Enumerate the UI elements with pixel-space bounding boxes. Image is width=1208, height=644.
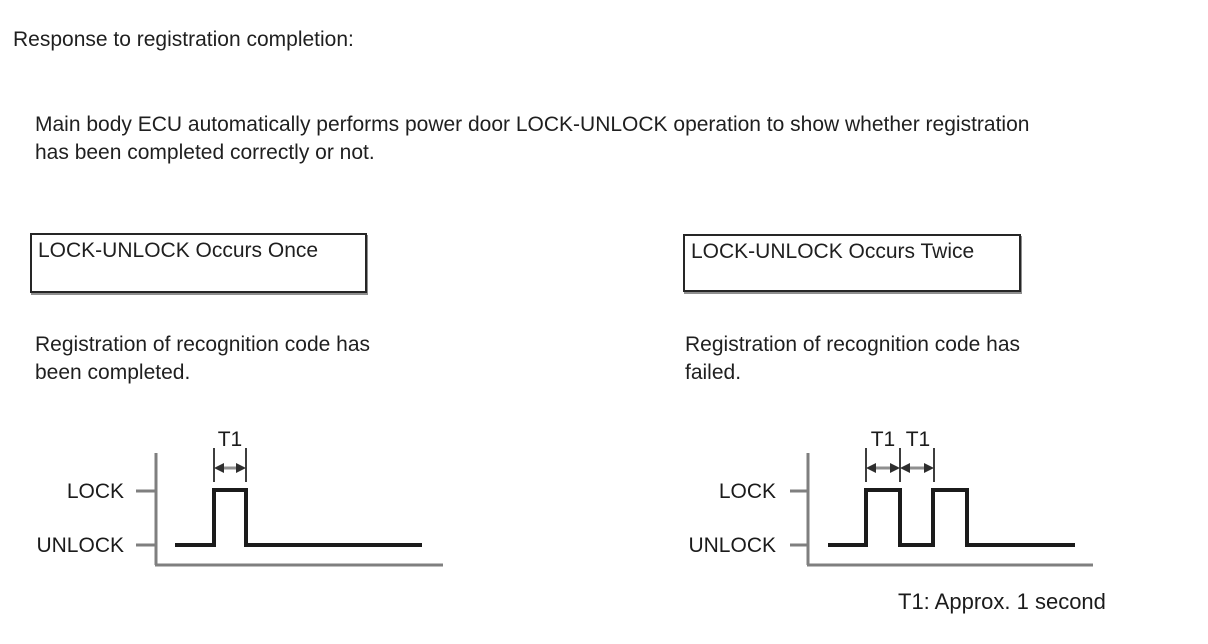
heading-box-occurs-once-label: LOCK-UNLOCK Occurs Once	[38, 239, 319, 262]
interval-label-t1: T1	[218, 428, 243, 451]
caption-completed: Registration of recognition code has bee…	[35, 331, 370, 387]
heading-box-occurs-twice-label: LOCK-UNLOCK Occurs Twice	[691, 240, 975, 263]
caption-completed-line-2: been completed.	[35, 361, 191, 384]
caption-failed: Registration of recognition code has fai…	[685, 331, 1020, 387]
arrowhead-left-icon	[866, 463, 876, 473]
intro-paragraph: Main body ECU automatically performs pow…	[35, 111, 1029, 167]
interval-label-t1-first: T1	[871, 428, 896, 451]
lock-unlock-waveform	[175, 488, 422, 547]
arrowhead-mid-right-icon	[900, 463, 910, 473]
t1-footnote: T1: Approx. 1 second	[898, 589, 1106, 614]
lock-unlock-waveform	[828, 488, 1075, 547]
lock-level-label: LOCK	[719, 480, 776, 503]
intro-line-2: has been completed correctly or not.	[35, 141, 375, 164]
timing-diagram-single-pulse: T1 LOCK UNLOCK	[36, 428, 443, 567]
unlock-level-label: UNLOCK	[688, 534, 776, 557]
interval-label-t1-second: T1	[906, 428, 931, 451]
heading-box-occurs-twice: LOCK-UNLOCK Occurs Twice	[683, 234, 1021, 292]
intro-line-1: Main body ECU automatically performs pow…	[35, 113, 1030, 136]
caption-failed-line-1: Registration of recognition code has	[685, 333, 1021, 356]
arrowhead-mid-left-icon	[890, 463, 900, 473]
arrowhead-right-icon	[236, 463, 246, 473]
lock-level-label: LOCK	[67, 480, 124, 503]
unlock-level-label: UNLOCK	[36, 534, 124, 557]
caption-completed-line-1: Registration of recognition code has	[35, 333, 371, 356]
heading-box-occurs-once: LOCK-UNLOCK Occurs Once	[30, 233, 367, 293]
caption-failed-line-2: failed.	[685, 361, 742, 384]
arrowhead-left-icon	[214, 463, 224, 473]
page-title: Response to registration completion:	[13, 28, 354, 51]
timing-diagram-double-pulse: T1 T1 LOCK UNLOCK	[688, 428, 1093, 567]
arrowhead-right-icon	[924, 463, 934, 473]
